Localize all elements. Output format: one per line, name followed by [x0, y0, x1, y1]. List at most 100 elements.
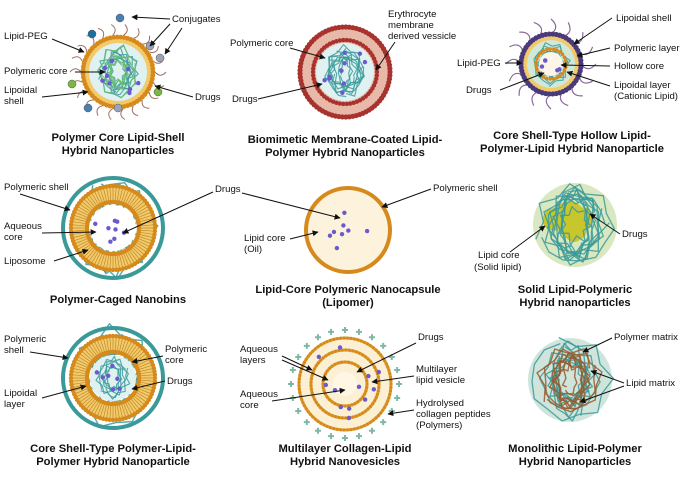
- lipid-head: [310, 66, 316, 71]
- lipid-tail: [78, 242, 90, 250]
- lipid-head: [316, 403, 320, 407]
- lipid-head: [363, 409, 368, 413]
- lipid-tail: [139, 236, 152, 241]
- drug-dot: [357, 51, 363, 56]
- lipid-head: [359, 425, 363, 429]
- collagen-peptide: [394, 367, 401, 374]
- drug-dot: [322, 78, 327, 83]
- lipid-tail: [100, 189, 105, 202]
- drug-dot: [323, 382, 329, 388]
- particle-5: [304, 186, 392, 274]
- lipid-tail: [136, 392, 148, 400]
- lipid-head: [558, 50, 562, 54]
- lipid-tail: [82, 351, 92, 361]
- lipid-head: [353, 402, 357, 406]
- panel-biomimetic-membrane-coated: Erythrocyte membrane derived vessicle Po…: [230, 9, 456, 159]
- lipid-tail: [78, 206, 90, 214]
- polymer-strand: [561, 360, 578, 395]
- collagen-peptide: [380, 342, 387, 349]
- lipid-head: [344, 101, 349, 107]
- label-hydrolysed: Hydrolysed: [416, 398, 464, 409]
- lipid-tail: [86, 249, 96, 259]
- lipid-head: [152, 225, 158, 231]
- lipid-head: [373, 59, 378, 64]
- collagen-peptide: [355, 433, 362, 440]
- drug-dot: [117, 386, 122, 391]
- drug-dot: [342, 50, 347, 55]
- lipid-head: [374, 73, 380, 78]
- drug-dot: [356, 384, 362, 390]
- lipid-head: [340, 348, 344, 352]
- lipid-head: [352, 427, 357, 431]
- polymer-cage: [61, 176, 165, 280]
- lipid-head: [535, 57, 539, 61]
- lipid-tail: [140, 374, 153, 377]
- lipid-tail: [134, 395, 144, 405]
- label-lipid-core: Lipid core: [478, 250, 520, 261]
- lipid-tail: [119, 255, 123, 267]
- lipid-head: [346, 428, 350, 432]
- label-membrane: membrane: [388, 20, 434, 31]
- lipid-head: [107, 333, 112, 339]
- lipid-tail: [109, 188, 112, 201]
- lipid-tail: [140, 224, 153, 227]
- lipid-tail: [135, 204, 146, 212]
- label-layers: layers: [240, 355, 266, 366]
- lipid-tail: [132, 349, 142, 359]
- particle-7: [61, 323, 165, 430]
- polymer-strand: [332, 52, 358, 92]
- panel-polymer-caged-nanobins: Polymeric shell Drugs Aqueous core Lipos…: [4, 176, 241, 306]
- lipid-head: [372, 399, 377, 403]
- particle-8: [288, 327, 402, 441]
- lipid-tail: [74, 218, 86, 222]
- lipid-head: [361, 395, 365, 399]
- particle-2: [297, 24, 393, 120]
- lipid-head: [321, 356, 325, 360]
- drug-dot: [100, 375, 105, 380]
- label-lipoidal-shell: Lipoidal shell: [616, 13, 671, 24]
- lipid-tail: [100, 254, 105, 267]
- label-lipid-vesicle: lipid vesicle: [416, 375, 465, 386]
- lipid-head: [68, 375, 74, 381]
- drug-dot: [115, 376, 120, 381]
- drug-dot: [340, 90, 345, 96]
- lipid-head: [107, 267, 112, 273]
- lipid-head: [302, 360, 307, 364]
- drug-dot: [327, 74, 333, 80]
- drug-dot: [346, 406, 352, 411]
- peg-chain: [148, 45, 159, 54]
- panel-title: Polymer Core Lipid-Shell: [51, 132, 184, 144]
- aqueous-core: [333, 372, 357, 396]
- lipid-head: [297, 384, 301, 388]
- drug-dot: [106, 373, 111, 379]
- panel-title: Core Shell-Type Hollow Lipid-: [493, 130, 651, 142]
- lipid-head: [324, 410, 328, 414]
- label-drugs: Drugs: [167, 376, 193, 387]
- drug-dot: [342, 210, 347, 215]
- lipid-head: [325, 424, 329, 429]
- lipid-head: [541, 49, 546, 53]
- peg-chain: [141, 99, 150, 109]
- lipid-head: [110, 333, 116, 339]
- lipid-tail: [89, 250, 97, 261]
- lipid-head: [578, 57, 584, 64]
- lipid-tail: [73, 224, 86, 227]
- drug-dot: [366, 373, 371, 379]
- collagen-peptide: [303, 342, 310, 349]
- drug-dot: [346, 228, 351, 233]
- conjugate: [155, 53, 165, 63]
- lipid-head: [321, 408, 325, 412]
- drug-dot: [341, 81, 347, 86]
- lipid-tail: [94, 192, 101, 204]
- lipid-tail: [139, 215, 152, 220]
- lipid-tail: [130, 347, 140, 357]
- lipid-head: [114, 267, 119, 273]
- conjugate: [83, 103, 93, 113]
- collagen-peptide: [380, 419, 387, 426]
- lipid-head: [536, 70, 541, 75]
- peg-chain: [71, 56, 83, 62]
- drug-dot: [102, 65, 108, 71]
- peg-chain: [154, 71, 167, 76]
- lipid-head: [366, 357, 370, 361]
